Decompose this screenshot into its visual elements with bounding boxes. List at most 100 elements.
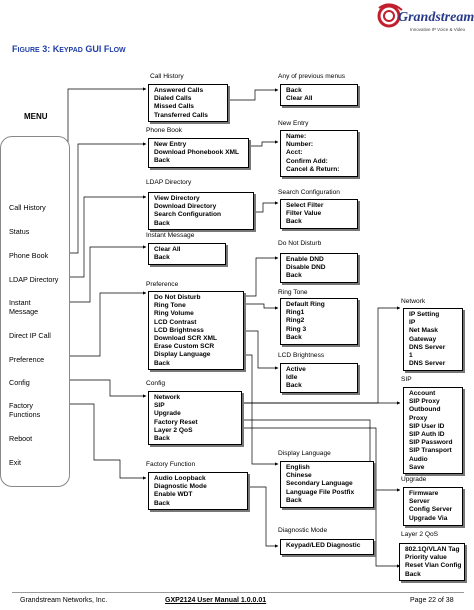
option-language-file-postfix[interactable]: Language File Postfix bbox=[286, 488, 355, 496]
option-reset-vlan-config[interactable]: Reset Vlan Config bbox=[405, 562, 462, 570]
option-sip[interactable]: SIP bbox=[154, 402, 165, 410]
field-cancel-return[interactable]: Cancel & Return: bbox=[286, 165, 340, 173]
option-answered-calls[interactable]: Answered Calls bbox=[154, 87, 204, 94]
option-back[interactable]: Back bbox=[286, 333, 302, 341]
option-sip-transport[interactable]: SIP Transport bbox=[409, 447, 452, 455]
option-lcd-brightness[interactable]: LCD Brightness bbox=[154, 326, 204, 334]
option-lcd-contrast[interactable]: LCD Contrast bbox=[154, 318, 197, 326]
menu-label: MENU bbox=[24, 112, 48, 121]
option-network[interactable]: Network bbox=[154, 394, 181, 401]
option-download-scr-xml[interactable]: Download SCR XML bbox=[154, 335, 218, 343]
option-account[interactable]: Account bbox=[409, 390, 436, 397]
option-clear-all[interactable]: Clear All bbox=[154, 246, 181, 253]
option-secondary-language[interactable]: Secondary Language bbox=[286, 480, 353, 488]
option-dns-server-2[interactable]: DNS Server bbox=[409, 360, 446, 368]
option-gateway[interactable]: Gateway bbox=[409, 335, 437, 343]
title-preference: Preference bbox=[146, 281, 179, 288]
menu-item-ldap-directory[interactable]: LDAP Directory bbox=[9, 275, 59, 284]
option-ring1[interactable]: Ring1 bbox=[286, 309, 305, 317]
option-active[interactable]: Active bbox=[286, 366, 306, 373]
option-vlan-tag[interactable]: 802.1Q/VLAN Tag bbox=[405, 546, 460, 553]
option-ring2[interactable]: Ring2 bbox=[286, 317, 305, 325]
option-download-phonebook-xml[interactable]: Download Phonebook XML bbox=[154, 149, 239, 157]
option-back[interactable]: Back bbox=[286, 382, 302, 390]
option-outbound[interactable]: Outbound bbox=[409, 406, 441, 414]
option-back[interactable]: Back bbox=[154, 219, 170, 227]
menu-item-factory-functions[interactable]: Factory Functions bbox=[9, 401, 41, 419]
option-new-entry[interactable]: New Entry bbox=[154, 141, 187, 148]
option-audio-loopback[interactable]: Audio Loopback bbox=[154, 475, 206, 482]
option-idle[interactable]: Idle bbox=[286, 374, 298, 382]
option-back[interactable]: Back bbox=[405, 570, 421, 578]
option-erase-custom-scr[interactable]: Erase Custom SCR bbox=[154, 343, 215, 351]
option-disable-dnd[interactable]: Disable DND bbox=[286, 264, 326, 272]
option-back[interactable]: Back bbox=[154, 157, 170, 165]
option-factory-reset[interactable]: Factory Reset bbox=[154, 418, 198, 426]
option-dns-server-1[interactable]: DNS Server bbox=[409, 343, 446, 351]
option-chinese[interactable]: Chinese bbox=[286, 472, 312, 480]
option-layer2-qos[interactable]: Layer 2 QoS bbox=[154, 426, 193, 434]
option-display-language[interactable]: Display Language bbox=[154, 351, 211, 359]
option-sip-password[interactable]: SIP Password bbox=[409, 439, 453, 447]
title-sip: SIP bbox=[401, 376, 412, 383]
option-save[interactable]: Save bbox=[409, 463, 425, 471]
option-diagnostic-mode[interactable]: Diagnostic Mode bbox=[154, 483, 207, 491]
option-ring3[interactable]: Ring 3 bbox=[286, 325, 307, 333]
option-enable-wdt[interactable]: Enable WDT bbox=[154, 491, 193, 499]
option-back[interactable]: Back bbox=[286, 218, 302, 226]
option-config-server[interactable]: Config Server bbox=[409, 506, 453, 514]
option-download-directory[interactable]: Download Directory bbox=[154, 203, 217, 211]
menu-item-status[interactable]: Status bbox=[9, 227, 30, 236]
option-server[interactable]: Server bbox=[409, 498, 430, 506]
menu-item-config[interactable]: Config bbox=[9, 378, 30, 387]
field-name[interactable]: Name: bbox=[286, 133, 307, 140]
option-back[interactable]: Back bbox=[154, 359, 170, 367]
option-back[interactable]: Back bbox=[286, 272, 302, 280]
option-search-configuration[interactable]: Search Configuration bbox=[154, 211, 222, 219]
menu-item-exit[interactable]: Exit bbox=[9, 458, 21, 467]
option-keypad-led-diagnostic[interactable]: Keypad/LED Diagnostic bbox=[286, 542, 361, 549]
option-sip-proxy[interactable]: SIP Proxy bbox=[409, 398, 440, 406]
option-back[interactable]: Back bbox=[154, 499, 170, 507]
option-enable-dnd[interactable]: Enable DND bbox=[286, 256, 324, 263]
menu-item-instant-message[interactable]: Instant Message bbox=[9, 298, 39, 316]
option-back[interactable]: Back bbox=[286, 496, 302, 504]
field-number[interactable]: Number: bbox=[286, 141, 314, 149]
option-dialed-calls[interactable]: Dialed Calls bbox=[154, 95, 192, 103]
option-dns-server-1-num[interactable]: 1 bbox=[409, 352, 413, 360]
option-back[interactable]: Back bbox=[154, 435, 170, 443]
menu-item-call-history[interactable]: Call History bbox=[9, 203, 46, 212]
field-confirm-add[interactable]: Confirm Add: bbox=[286, 157, 328, 165]
option-clear-all[interactable]: Clear All bbox=[286, 95, 313, 103]
option-net-mask[interactable]: Net Mask bbox=[409, 327, 438, 335]
title-search-config: Search Configuration bbox=[278, 189, 340, 196]
option-view-directory[interactable]: View Directory bbox=[154, 195, 200, 202]
option-sip-auth-id[interactable]: SIP Auth ID bbox=[409, 431, 445, 439]
option-default-ring[interactable]: Default Ring bbox=[286, 301, 325, 308]
menu-item-direct-ip-call[interactable]: Direct IP Call bbox=[9, 331, 51, 340]
option-do-not-disturb[interactable]: Do Not Disturb bbox=[154, 294, 201, 301]
option-filter-value[interactable]: Filter Value bbox=[286, 210, 322, 218]
option-priority-value[interactable]: Priority value bbox=[405, 554, 447, 562]
title-network: Network bbox=[401, 298, 426, 305]
option-upgrade[interactable]: Upgrade bbox=[154, 410, 181, 418]
menu-item-phone-book[interactable]: Phone Book bbox=[9, 251, 49, 260]
option-missed-calls[interactable]: Missed Calls bbox=[154, 103, 194, 111]
option-proxy[interactable]: Proxy bbox=[409, 414, 428, 422]
menu-item-preference[interactable]: Preference bbox=[9, 355, 45, 364]
menu-item-reboot[interactable]: Reboot bbox=[9, 434, 33, 443]
option-select-filter[interactable]: Select Filter bbox=[286, 202, 324, 209]
option-upgrade-via[interactable]: Upgrade Via bbox=[409, 514, 448, 522]
option-back[interactable]: Back bbox=[154, 254, 170, 262]
option-transferred-calls[interactable]: Transferred Calls bbox=[154, 111, 208, 119]
option-english[interactable]: English bbox=[286, 464, 310, 471]
option-back[interactable]: Back bbox=[286, 87, 302, 94]
option-audio[interactable]: Audio bbox=[409, 455, 428, 463]
option-ring-volume[interactable]: Ring Volume bbox=[154, 310, 194, 318]
option-ring-tone[interactable]: Ring Tone bbox=[154, 302, 186, 310]
option-firmware[interactable]: Firmware bbox=[409, 490, 439, 497]
field-acct[interactable]: Acct: bbox=[286, 149, 303, 157]
option-ip-setting[interactable]: IP Setting bbox=[409, 311, 440, 318]
option-ip[interactable]: IP bbox=[409, 319, 416, 327]
option-sip-user-id[interactable]: SIP User ID bbox=[409, 422, 445, 430]
